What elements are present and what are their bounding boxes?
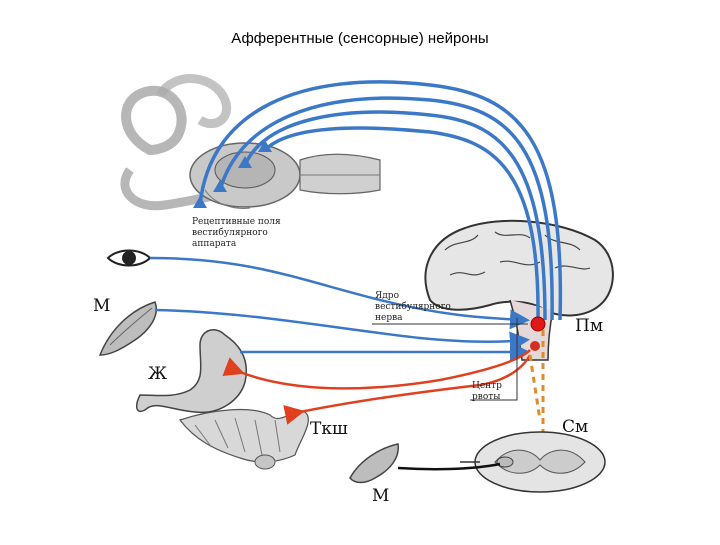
- medulla-label: Пм: [575, 316, 603, 336]
- spinal-cord-label: См: [562, 417, 588, 437]
- eye-icon: [106, 249, 152, 267]
- receptive-fields-label-line1: Рецептивные поля: [192, 217, 281, 227]
- stomach-illustration: [135, 329, 247, 414]
- efferent-paths: [222, 349, 532, 425]
- motor-efferent-path: [397, 462, 501, 471]
- vestibular-nucleus-label-line3: нерва: [375, 313, 403, 323]
- vomiting-center-label-line1: Центр: [472, 381, 502, 391]
- spinal-cord-illustration: [460, 431, 606, 493]
- diagram-title: Афферентные (сенсорные) нейроны: [231, 30, 489, 47]
- descending-dashed-path: [528, 330, 545, 440]
- muscle-lower-illustration: [349, 443, 399, 484]
- vomiting-center-marker: [530, 341, 540, 351]
- leader-lines: [372, 318, 528, 401]
- inner-ear-illustration: [120, 74, 381, 211]
- small-intestine-illustration: [179, 408, 309, 470]
- vestibular-afferent-terminals: [193, 140, 272, 208]
- vestibular-nucleus-marker: [530, 316, 546, 332]
- receptive-fields-label-line3: аппарата: [192, 239, 237, 249]
- vestibular-nucleus-label-line2: вестибулярного: [375, 301, 451, 312]
- muscle-upper-label: М: [93, 296, 110, 316]
- small-intestine-label: Ткш: [310, 419, 348, 439]
- stomach-label: Ж: [148, 364, 167, 384]
- vestibular-nucleus-label-line1: Ядро: [375, 291, 399, 301]
- vestibular-afferents: [198, 80, 563, 321]
- visual-afferent-path: [149, 256, 530, 330]
- receptive-fields-label-line2: вестибулярного: [192, 227, 268, 238]
- muscle-upper-illustration: [98, 301, 157, 356]
- muscle-afferent-path: [154, 308, 530, 352]
- brain-illustration: [424, 219, 614, 361]
- vomiting-center-label-line2: рвоты: [472, 392, 500, 402]
- muscle-lower-label: М: [372, 486, 389, 506]
